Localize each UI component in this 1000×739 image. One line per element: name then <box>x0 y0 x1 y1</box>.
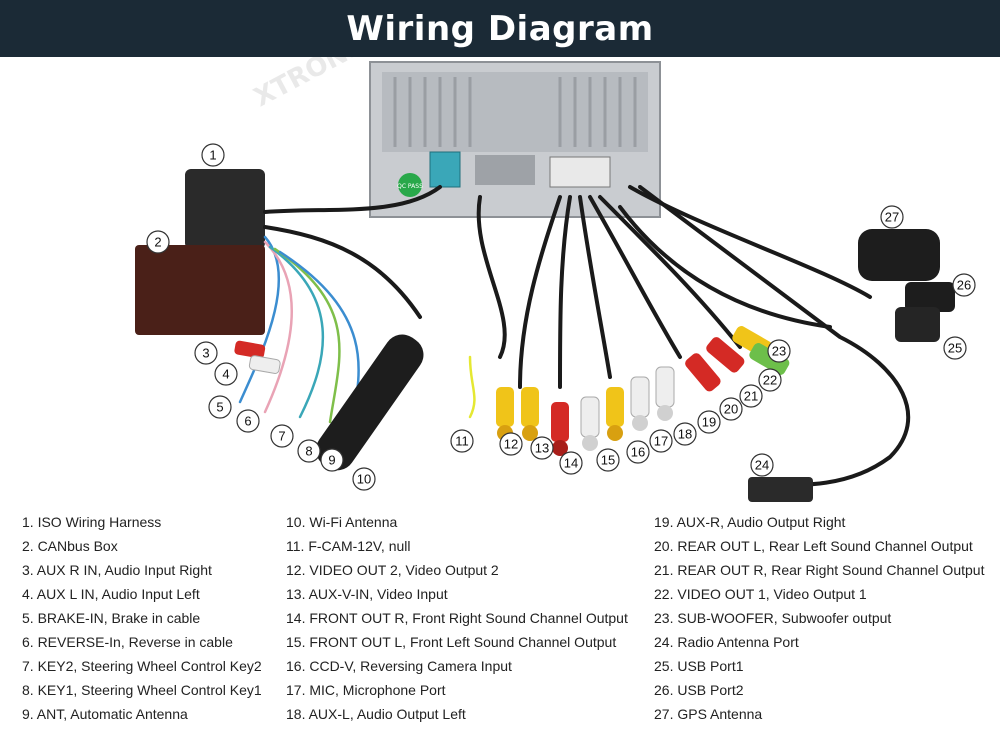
legend-item: 24. Radio Antenna Port <box>654 634 799 650</box>
callout-circle <box>750 453 774 477</box>
callout-number: 21 <box>744 389 758 404</box>
callout-circle <box>952 273 976 297</box>
legend-item: 22. VIDEO OUT 1, Video Output 1 <box>654 586 867 602</box>
callout-number: 15 <box>601 453 615 468</box>
wiring-diagram-illustration: XTRONS QC PASS <box>135 57 955 502</box>
callout-number: 22 <box>763 373 777 388</box>
legend-item: 1. ISO Wiring Harness <box>22 514 162 530</box>
iso-wiring-harness <box>185 169 265 249</box>
legend-item: 21. REAR OUT R, Rear Right Sound Channel… <box>654 562 985 578</box>
header-bar: Wiring Diagram <box>0 0 1000 57</box>
legend-item: 3. AUX R IN, Audio Input Right <box>22 562 212 578</box>
legend-item: 16. CCD-V, Reversing Camera Input <box>286 658 512 674</box>
usb-port-2 <box>905 282 955 312</box>
callout-circle <box>758 368 782 392</box>
callout-number: 6 <box>244 414 251 429</box>
callout-number: 7 <box>278 429 285 444</box>
callout-number: 19 <box>702 415 716 430</box>
callout-number: 11 <box>455 434 469 449</box>
callout-circle <box>270 424 294 448</box>
legend-item: 27. GPS Antenna <box>654 706 763 722</box>
radio-antenna-port <box>748 477 813 502</box>
callout-number: 17 <box>654 434 668 449</box>
callout-circle <box>880 205 904 229</box>
gps-antenna <box>858 229 940 281</box>
wifi-antenna <box>315 334 424 471</box>
callout-number: 27 <box>885 210 899 225</box>
callout-circle <box>719 397 743 421</box>
legend-item: 25. USB Port1 <box>654 658 744 674</box>
legend-item: 6. REVERSE-In, Reverse in cable <box>22 634 233 650</box>
callout-circle <box>530 436 554 460</box>
qc-pass-badge: QC PASS <box>397 183 423 190</box>
legend-item: 7. KEY2, Steering Wheel Control Key2 <box>22 658 262 674</box>
canbus-box <box>135 245 265 335</box>
rca-connectors <box>234 326 790 456</box>
callout-number: 8 <box>305 444 312 459</box>
legend-item: 19. AUX-R, Audio Output Right <box>654 514 846 530</box>
callout-number: 1 <box>209 148 216 163</box>
callout-circle <box>559 451 583 475</box>
callout-circle <box>214 362 238 386</box>
callout-number: 4 <box>222 367 229 382</box>
callout-circle <box>194 341 218 365</box>
callout-circle <box>352 467 376 491</box>
legend-item: 26. USB Port2 <box>654 682 744 698</box>
callout-circle <box>697 410 721 434</box>
callout-number: 16 <box>631 445 645 460</box>
callout-circle <box>208 395 232 419</box>
legend-item: 5. BRAKE-IN, Brake in cable <box>22 610 201 626</box>
legend-item: 10. Wi-Fi Antenna <box>286 514 398 530</box>
callout-number: 10 <box>357 472 371 487</box>
callout-circle <box>943 336 967 360</box>
callout-number: 5 <box>216 400 223 415</box>
callout-circle <box>767 339 791 363</box>
legend-item: 18. AUX-L, Audio Output Left <box>286 706 466 722</box>
callout-number: 24 <box>755 458 769 473</box>
legend-column-2: 10. Wi-Fi Antenna 11. F-CAM-12V, null 12… <box>286 510 628 726</box>
callout-circle <box>201 143 225 167</box>
legend-item: 20. REAR OUT L, Rear Left Sound Channel … <box>654 538 973 554</box>
callout-number: 26 <box>957 278 971 293</box>
legend-item: 17. MIC, Microphone Port <box>286 682 446 698</box>
callout-number: 3 <box>202 346 209 361</box>
callout-circle <box>236 409 260 433</box>
callout-circle <box>499 432 523 456</box>
callout-circle <box>297 439 321 463</box>
legend-column-3: 19. AUX-R, Audio Output Right 20. REAR O… <box>654 510 984 726</box>
legend-column-1: 1. ISO Wiring Harness 2. CANbus Box 3. A… <box>22 510 262 726</box>
callout-number: 23 <box>772 344 786 359</box>
callout-circle <box>739 384 763 408</box>
head-unit: QC PASS <box>369 61 661 218</box>
callout-circle <box>450 429 474 453</box>
callout-circle <box>673 422 697 446</box>
callout-circle <box>626 440 650 464</box>
callout-circle <box>320 448 344 472</box>
callout-circle <box>146 230 170 254</box>
callout-number: 14 <box>564 456 578 471</box>
legend-item: 12. VIDEO OUT 2, Video Output 2 <box>286 562 499 578</box>
callout-number: 20 <box>724 402 738 417</box>
usb-port-1 <box>895 307 940 342</box>
legend-item: 8. KEY1, Steering Wheel Control Key1 <box>22 682 262 698</box>
legend-item: 23. SUB-WOOFER, Subwoofer output <box>654 610 892 626</box>
callout-number: 9 <box>328 453 335 468</box>
legend-item: 11. F-CAM-12V, null <box>286 538 411 554</box>
legend-item: 4. AUX L IN, Audio Input Left <box>22 586 200 602</box>
legend-item: 13. AUX-V-IN, Video Input <box>286 586 448 602</box>
callout-number: 2 <box>154 235 161 250</box>
callout-number: 18 <box>678 427 692 442</box>
legend-item: 2. CANbus Box <box>22 538 118 554</box>
legend-item: 15. FRONT OUT L, Front Left Sound Channe… <box>286 634 617 650</box>
callout-circle <box>649 429 673 453</box>
page-title: Wiring Diagram <box>346 8 654 49</box>
legend-item: 14. FRONT OUT R, Front Right Sound Chann… <box>286 610 628 626</box>
callout-circle <box>596 448 620 472</box>
legend-item: 9. ANT, Automatic Antenna <box>22 706 188 722</box>
callout-number: 25 <box>948 341 962 356</box>
callout-number: 13 <box>535 441 549 456</box>
callout-number: 12 <box>504 437 518 452</box>
